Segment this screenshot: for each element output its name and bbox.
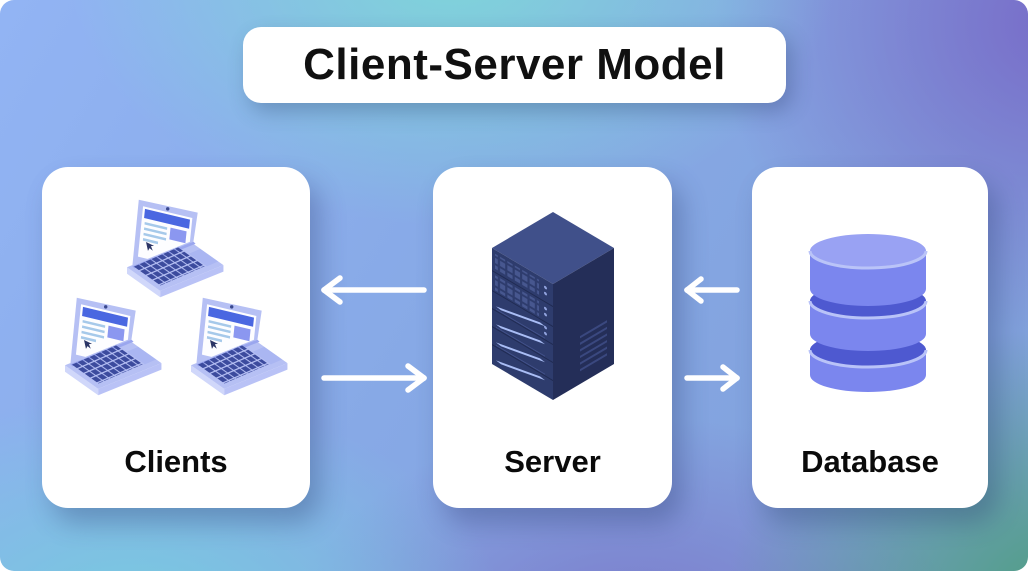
card-database: Database bbox=[752, 167, 988, 508]
diagram-title: Client-Server Model bbox=[243, 27, 786, 103]
card-server: Server bbox=[433, 167, 672, 508]
laptop-icon-2 bbox=[50, 289, 170, 403]
diagram-title-text: Client-Server Model bbox=[303, 40, 726, 89]
laptop-icon-3 bbox=[176, 289, 296, 403]
card-label-server: Server bbox=[504, 444, 601, 479]
arrow-server-to-clients-icon bbox=[321, 275, 427, 305]
card-label-clients: Clients bbox=[124, 444, 228, 479]
laptop-icon-1 bbox=[112, 191, 232, 305]
arrow-server-to-database-icon bbox=[684, 364, 740, 392]
server-tower-icon bbox=[490, 211, 616, 403]
arrow-clients-to-server-icon bbox=[321, 363, 427, 393]
card-clients: Clients bbox=[42, 167, 310, 508]
database-cylinder-icon bbox=[803, 227, 933, 395]
card-label-database: Database bbox=[801, 444, 939, 479]
arrow-database-to-server-icon bbox=[684, 276, 740, 304]
